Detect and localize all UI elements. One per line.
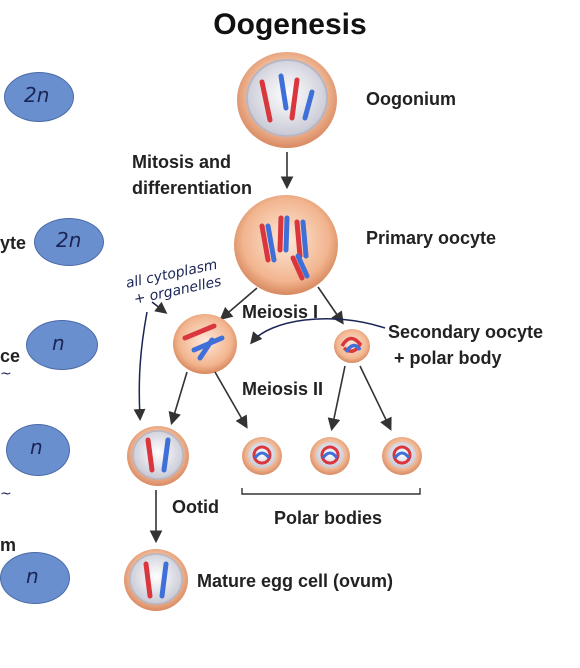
label-meiosis-1: Meiosis I: [242, 302, 319, 322]
polar-body-1: [242, 437, 282, 475]
polar-body-2: [310, 437, 350, 475]
ootid-cell: [127, 426, 189, 486]
label-polar-bodies: Polar bodies: [274, 508, 383, 528]
cut-label-m: m: [0, 535, 17, 555]
primary-oocyte-cell: [234, 195, 338, 295]
ploidy-ellipse-4: [6, 424, 70, 476]
polar-body-3: [382, 437, 422, 475]
ploidy-text-4: n: [30, 435, 43, 459]
cut-label-yte: yte: [0, 233, 27, 253]
ploidy-text-1: 2n: [24, 83, 50, 107]
ploidy-ellipse-5: [0, 552, 70, 604]
ploidy-ellipse-3: [26, 320, 98, 370]
cut-scribble-2: ~: [0, 486, 12, 502]
page-title: Oogenesis: [213, 8, 367, 41]
ploidy-ellipse-2: [34, 218, 104, 266]
label-meiosis-2: Meiosis II: [242, 379, 324, 399]
label-mitosis-2: differentiation: [132, 178, 252, 198]
ploidy-text-5: n: [26, 564, 39, 588]
first-polar-body: [334, 329, 370, 363]
oogonium-cell: [237, 52, 337, 148]
label-ootid: Ootid: [172, 497, 219, 517]
ploidy-text-3: n: [52, 331, 65, 355]
label-primary-oocyte: Primary oocyte: [366, 228, 497, 248]
label-mitosis-1: Mitosis and: [132, 152, 232, 172]
label-secondary-1: Secondary oocyte: [388, 322, 544, 342]
label-oogonium: Oogonium: [366, 89, 456, 109]
mature-egg-cell: [124, 549, 188, 611]
label-secondary-2: + polar body: [394, 348, 502, 368]
label-mature-egg: Mature egg cell (ovum): [197, 571, 394, 591]
cut-label-ce: ce: [0, 346, 21, 366]
ploidy-ellipse-1: [4, 72, 74, 122]
ploidy-text-2: 2n: [56, 228, 82, 252]
cut-scribble-1: ~: [0, 366, 12, 382]
secondary-oocyte-cell: [173, 314, 237, 374]
